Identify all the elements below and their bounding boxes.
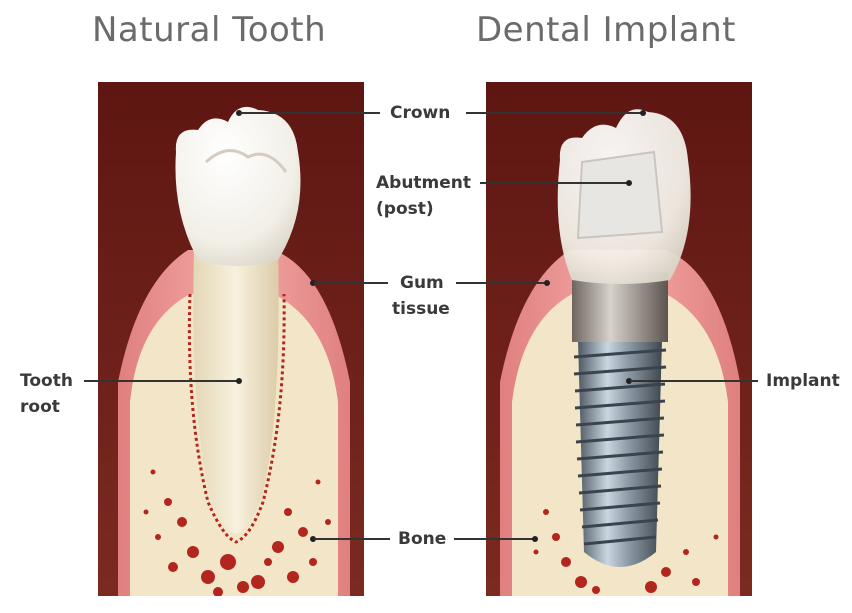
bone-leader-right — [454, 538, 534, 540]
gum-tissue-label-2: tissue — [392, 296, 450, 322]
gum-leader-right — [456, 282, 546, 284]
natural-tooth-illustration — [98, 82, 364, 596]
tooth-root-leader — [84, 380, 238, 382]
crown-label: Crown — [390, 100, 450, 126]
tooth-root-label-2: root — [20, 394, 60, 420]
gum-tissue-label: Gum — [400, 270, 444, 296]
bone-label: Bone — [398, 526, 446, 552]
tooth-root-pointer — [236, 378, 242, 384]
abutment-label-post: (post) — [376, 196, 434, 222]
abutment-leader — [480, 182, 628, 184]
tooth-root-label: Tooth — [20, 368, 73, 394]
crown-pointer-right — [640, 110, 646, 116]
gum-leader-left — [314, 282, 388, 284]
bone-leader-left — [314, 538, 390, 540]
crown-leader-left — [240, 112, 380, 114]
tooth-crown — [175, 107, 300, 266]
abutment-post — [578, 152, 662, 238]
abutment-label: Abutment — [376, 170, 471, 196]
dental-implant-illustration — [486, 82, 752, 596]
crown-leader-right — [466, 112, 642, 114]
implant-label: Implant — [766, 368, 840, 394]
gum-pointer-right — [544, 280, 550, 286]
abutment-pointer — [626, 180, 632, 186]
bone-pointer-right — [532, 536, 538, 542]
natural-tooth-title: Natural Tooth — [92, 10, 326, 50]
implant-leader — [630, 380, 758, 382]
dental-implant-title: Dental Implant — [476, 10, 736, 50]
